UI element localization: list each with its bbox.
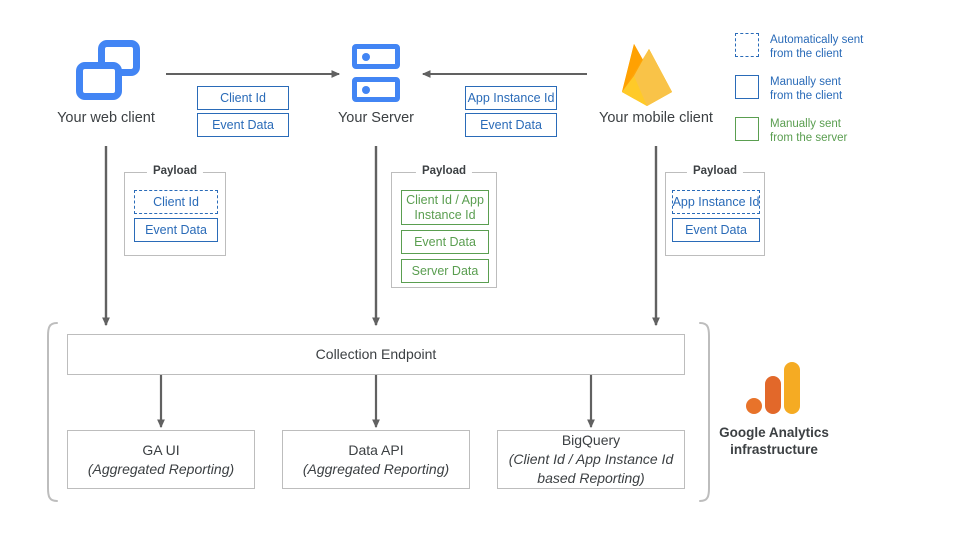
ga-infrastructure-caption: Google Analytics infrastructure	[690, 424, 858, 458]
server-rack-icon	[352, 44, 400, 102]
google-analytics-logo	[746, 362, 800, 414]
ga-caption-line2: infrastructure	[730, 442, 818, 457]
infrastructure-bracket-right	[699, 322, 710, 502]
node-label-mobile-client: Your mobile client	[599, 110, 713, 126]
legend-label-manual-client: Manually sent from the client	[770, 75, 842, 103]
legend-swatch-dashed-blue	[735, 33, 759, 57]
output-title-ga-ui: GA UI	[142, 441, 180, 458]
payload-title-web: Payload	[146, 165, 204, 177]
output-box-data-api: Data API (Aggregated Reporting)	[282, 430, 470, 489]
legend-swatch-solid-green	[735, 117, 759, 141]
legend-line2-automatic: from the client	[770, 48, 843, 60]
infrastructure-bracket-left	[47, 322, 58, 502]
legend-line1-automatic: Automatically sent	[770, 34, 864, 46]
collection-endpoint-label: Collection Endpoint	[315, 346, 437, 362]
legend-line1-manual-client: Manually sent	[770, 76, 841, 88]
output-box-ga-ui: GA UI (Aggregated Reporting)	[67, 430, 255, 489]
browser-windows-icon	[76, 40, 140, 104]
server-unit-bottom	[352, 77, 400, 102]
ga-logo-circle	[746, 398, 762, 414]
output-subtitle-bigquery: (Client Id / App Instance Id based Repor…	[508, 451, 674, 486]
node-label-server: Your Server	[337, 110, 415, 126]
legend-line2-manual-server: from the server	[770, 132, 848, 144]
legend-line1-manual-server: Manually sent	[770, 118, 841, 130]
legend-item-manual-client: Manually sent from the client	[735, 75, 842, 103]
output-subtitle-data-api: (Aggregated Reporting)	[302, 460, 450, 477]
server-led-top	[362, 52, 370, 61]
payload-item-event-data: Event Data	[134, 218, 218, 242]
legend-item-manual-server: Manually sent from the server	[735, 117, 847, 145]
payload-item-event-data-mobile: Event Data	[672, 218, 760, 242]
payload-web-client: Payload Client Id Event Data	[124, 165, 226, 256]
payload-server: Payload Client Id / App Instance Id Even…	[391, 165, 497, 288]
payload-mobile-client: Payload App Instance Id Event Data	[665, 165, 765, 256]
output-title-data-api: Data API	[348, 441, 404, 458]
output-title-bigquery: BigQuery	[561, 432, 621, 448]
ga-logo-bar-medium	[765, 376, 781, 414]
legend-swatch-solid-blue	[735, 75, 759, 99]
server-unit-top	[352, 44, 400, 69]
transit-box-app-instance-id: App Instance Id	[465, 86, 557, 110]
payload-item-client-or-app-instance-id: Client Id / App Instance Id	[401, 190, 489, 225]
payload-item-server-data: Server Data	[401, 259, 489, 283]
output-subtitle-ga-ui: (Aggregated Reporting)	[87, 460, 235, 477]
collection-endpoint-box: Collection Endpoint	[67, 334, 685, 375]
payload-title-mobile: Payload	[686, 165, 744, 177]
legend-label-automatic-client: Automatically sent from the client	[770, 33, 863, 61]
legend-label-manual-server: Manually sent from the server	[770, 117, 847, 145]
transit-box-event-data-mobile: Event Data	[465, 113, 557, 137]
payload-item-app-instance-id: App Instance Id	[672, 190, 760, 214]
ga-caption-line1: Google Analytics	[719, 425, 829, 440]
output-box-bigquery: BigQuery (Client Id / App Instance Id ba…	[497, 430, 685, 489]
payload-title-server: Payload	[415, 165, 473, 177]
payload-item-client-id: Client Id	[134, 190, 218, 214]
legend-item-automatic-client: Automatically sent from the client	[735, 33, 863, 61]
node-label-web-client: Your web client	[57, 110, 155, 126]
transit-box-client-id: Client Id	[197, 86, 289, 110]
legend-line2-manual-client: from the client	[770, 90, 843, 102]
ga-logo-bar-tall	[784, 362, 800, 414]
server-led-bottom	[362, 85, 370, 94]
browser-window-front	[76, 62, 122, 100]
firebase-flame-icon	[622, 44, 672, 106]
payload-item-event-data-server: Event Data	[401, 230, 489, 254]
transit-box-event-data: Event Data	[197, 113, 289, 137]
